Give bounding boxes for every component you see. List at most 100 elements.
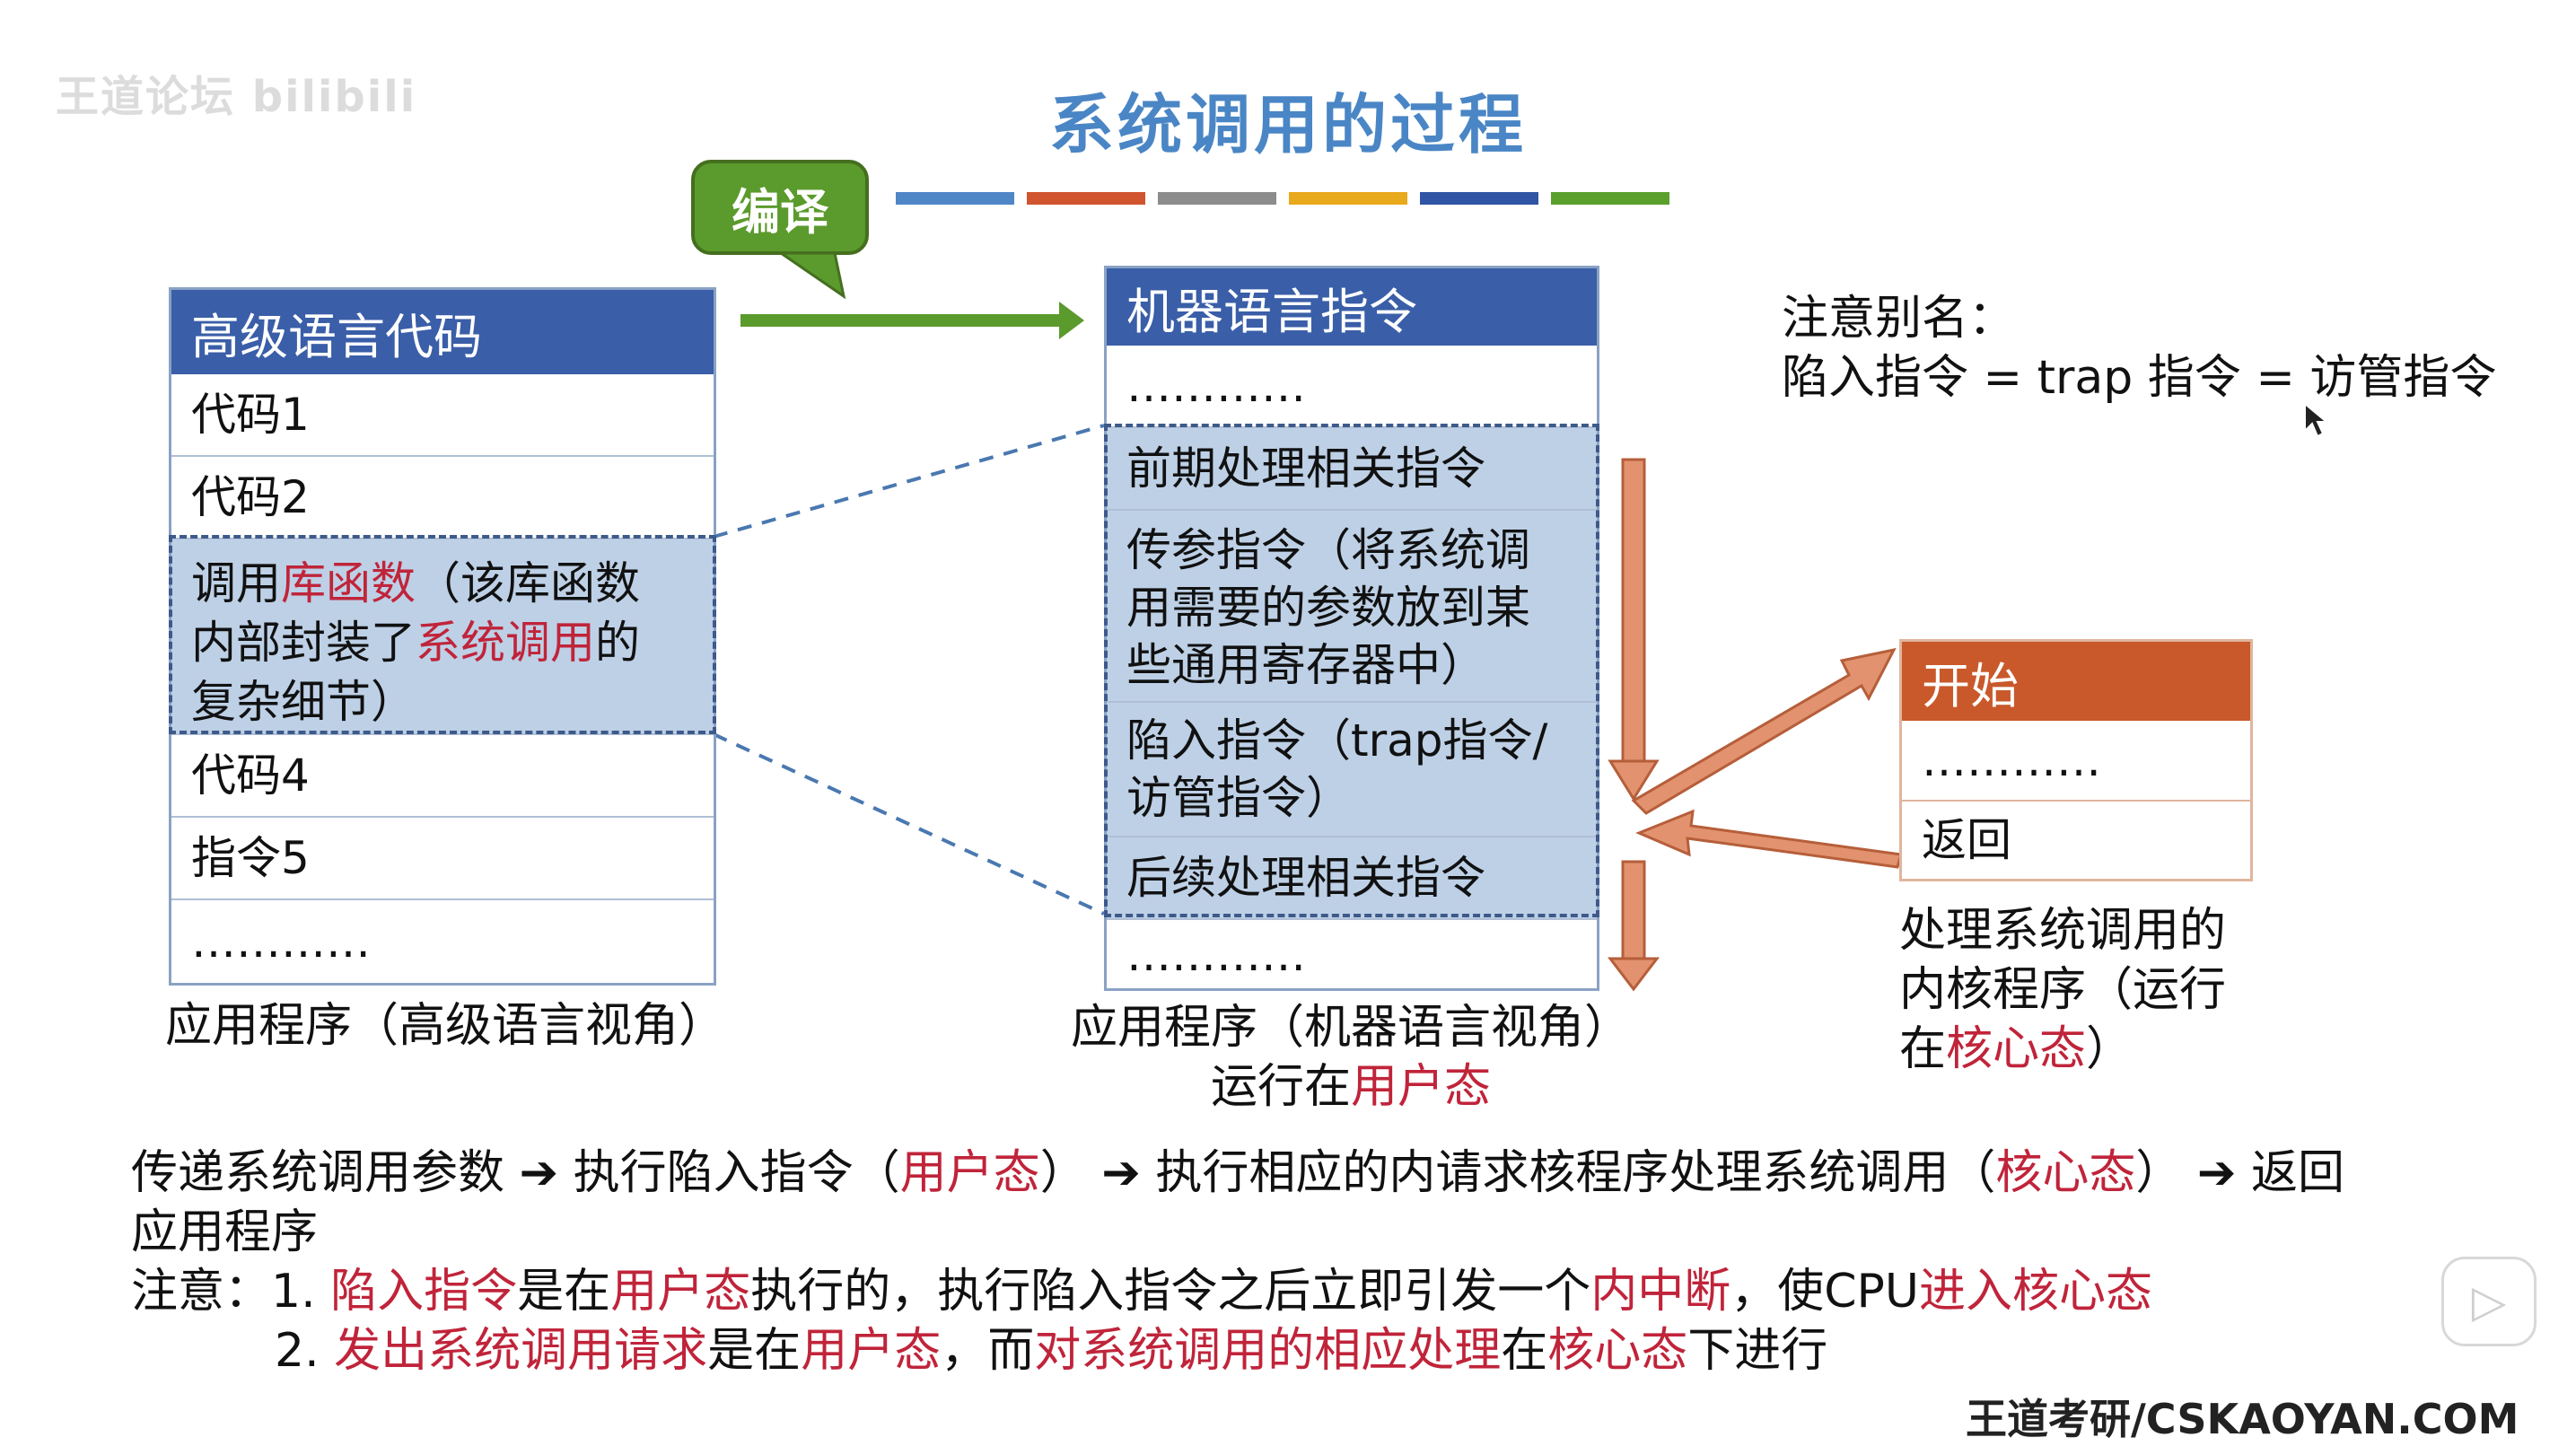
syscall-request-term: 发出系统调用请求 (334, 1324, 708, 1378)
user-mode-term: 用户态 (899, 1146, 1040, 1200)
call-text: 内部封装了 (191, 617, 416, 669)
trap-term: 陷入指令 (330, 1265, 518, 1319)
mouse-cursor-icon (2304, 402, 2326, 438)
user-mode-term: 用户态 (610, 1265, 751, 1319)
arrow-from-kernel (1635, 809, 1903, 869)
compile-bubble: 编译 (691, 160, 869, 255)
kernel-start-header: 开始 (1902, 642, 2250, 721)
call-text: 调用 (191, 557, 281, 609)
note-text: 在 (1501, 1324, 1548, 1378)
param-passing-row: 传参指令（将系统调 用需要的参数放到某 些通用寄存器中） (1107, 509, 1597, 701)
compile-arrow-head (1059, 302, 1084, 339)
kernel-caption-line: 在核心态） (1899, 1020, 2226, 1079)
library-function-term: 库函数 (281, 557, 416, 609)
down-arrow-2-shaft (1621, 860, 1646, 962)
compile-label: 编译 (732, 183, 828, 241)
param-line: 传参指令（将系统调 (1126, 524, 1530, 576)
expand-line-top (713, 424, 1105, 539)
note-1: 注意：1. 陷入指令是在用户态执行的，执行陷入指令之后立即引发一个内中断，使CP… (131, 1262, 2152, 1321)
note-text: ，使CPU (1730, 1265, 1919, 1319)
mid-caption-line2: 运行在用户态 (1059, 1057, 1643, 1117)
down-arrow-1-shaft (1621, 458, 1646, 765)
flow-text: 执行相应的内请求核程序处理系统调用（ (1155, 1146, 1996, 1200)
trap-line: 陷入指令（trap指令/ (1126, 714, 1548, 767)
alias-title: 注意别名： (1782, 292, 2016, 346)
mid-caption-text: 运行在 (1210, 1060, 1351, 1114)
call-text: （该库函数 (416, 557, 640, 609)
note-label: 2. (275, 1324, 335, 1378)
watermark: 王道论坛 bilibili (56, 72, 417, 122)
machine-instruction-header: 机器语言指令 (1107, 268, 1597, 346)
trap-instruction-row: 陷入指令（trap指令/ 访管指令） (1107, 701, 1597, 836)
color-bar-1 (896, 192, 1014, 205)
table-row: 指令5 (171, 816, 714, 898)
color-bar-5 (1420, 192, 1538, 205)
kernel-caption-line: 内核程序（运行 (1899, 963, 2227, 1017)
flow-arrow: ➔ (519, 1146, 559, 1200)
play-icon: ▷ (2471, 1275, 2507, 1328)
post-processing-row: 后续处理相关指令 (1107, 836, 1597, 918)
down-arrow-1-head (1608, 759, 1660, 802)
color-bar-4 (1289, 192, 1407, 205)
expand-line-bottom (713, 732, 1105, 916)
param-line: 些通用寄存器中） (1126, 639, 1485, 691)
param-line: 用需要的参数放到某 (1126, 582, 1530, 634)
system-call-term: 系统调用 (416, 617, 595, 669)
table-row: 代码1 (191, 389, 310, 441)
user-mode-term: 用户态 (1351, 1060, 1492, 1114)
play-button[interactable]: ▷ (2441, 1257, 2537, 1346)
kernel-caption: 处理系统调用的 内核程序（运行 在核心态） (1899, 901, 2226, 1079)
arrow-to-kernel (1631, 647, 1897, 815)
kernel-program-table: 开始 ………… 返回 (1899, 639, 2253, 881)
flow-text: 返回 (2251, 1146, 2345, 1200)
pre-processing-row: 前期处理相关指令 (1107, 426, 1597, 509)
machine-instruction-table: 机器语言指令 ………… 前期处理相关指令 传参指令（将系统调 用需要的参数放到某… (1104, 266, 1599, 991)
kernel-mode-term: 核心态 (1946, 1022, 2087, 1076)
table-row: ………… (1126, 360, 1306, 412)
table-row: ………… (171, 898, 714, 983)
note-text: 执行的，执行陷入指令之后立即引发一个 (750, 1265, 1591, 1319)
note-text: 下进行 (1687, 1324, 1828, 1378)
call-text: 的 (595, 617, 640, 669)
kernel-caption-text: ） (2086, 1022, 2134, 1076)
note-label: 注意：1. (131, 1265, 331, 1319)
kernel-caption-line: 处理系统调用的 (1899, 904, 2227, 958)
flow-text: 传递系统调用参数 (131, 1146, 505, 1200)
flow-text: ） (2135, 1146, 2183, 1200)
flow-summary-line2: 应用程序 (131, 1205, 319, 1259)
table-row: 代码2 (171, 455, 714, 538)
flow-arrow: ➔ (2196, 1146, 2237, 1200)
note-text: 是在 (707, 1324, 802, 1378)
high-level-code-header: 高级语言代码 (171, 290, 714, 374)
brand-footer: 王道考研/CSKAOYAN.COM (1966, 1395, 2519, 1443)
down-arrow-2-head (1607, 957, 1660, 992)
trap-line: 访管指令） (1126, 772, 1351, 824)
syscall-handling-term: 对系统调用的相应处理 (1034, 1324, 1502, 1378)
slide-title: 系统调用的过程 (1048, 87, 1527, 162)
kernel-mode-term: 核心态 (1995, 1146, 2136, 1200)
call-text: 复杂细节） (191, 676, 416, 728)
note-text: 是在 (517, 1265, 611, 1319)
note-text: ，而 (941, 1324, 1035, 1378)
color-bar-3 (1158, 192, 1276, 205)
table-row: ………… (1922, 734, 2101, 786)
color-bar-2 (1027, 192, 1145, 205)
note-2: 2. 发出系统调用请求是在用户态，而对系统调用的相应处理在核心态下进行 (275, 1321, 1827, 1380)
flow-text: 执行陷入指令（ (573, 1146, 900, 1200)
flow-summary: 传递系统调用参数 ➔ 执行陷入指令（用户态） ➔ 执行相应的内请求核程序处理系统… (131, 1144, 2344, 1203)
mid-caption-line1: 应用程序（机器语言视角） (1070, 1001, 1631, 1055)
internal-interrupt-term: 内中断 (1590, 1265, 1731, 1319)
color-bar-6 (1551, 192, 1669, 205)
enter-kernel-term: 进入核心态 (1918, 1265, 2152, 1319)
alias-note: 注意别名： 陷入指令 = trap 指令 = 访管指令 (1782, 289, 2496, 408)
alias-text: 陷入指令 = trap 指令 = 访管指令 (1782, 351, 2497, 405)
flow-text: ） (1039, 1146, 1087, 1200)
table-row: 代码4 (171, 733, 714, 816)
mid-caption: 应用程序（机器语言视角） 运行在用户态 (1059, 998, 1643, 1117)
flow-arrow: ➔ (1101, 1146, 1141, 1200)
bubble-tail (776, 251, 846, 300)
compile-arrow-shaft (740, 314, 1064, 327)
library-call-row: 调用库函数（该库函数 内部封装了系统调用的 复杂细节） (171, 538, 714, 733)
kernel-return-row: 返回 (1902, 800, 2250, 879)
